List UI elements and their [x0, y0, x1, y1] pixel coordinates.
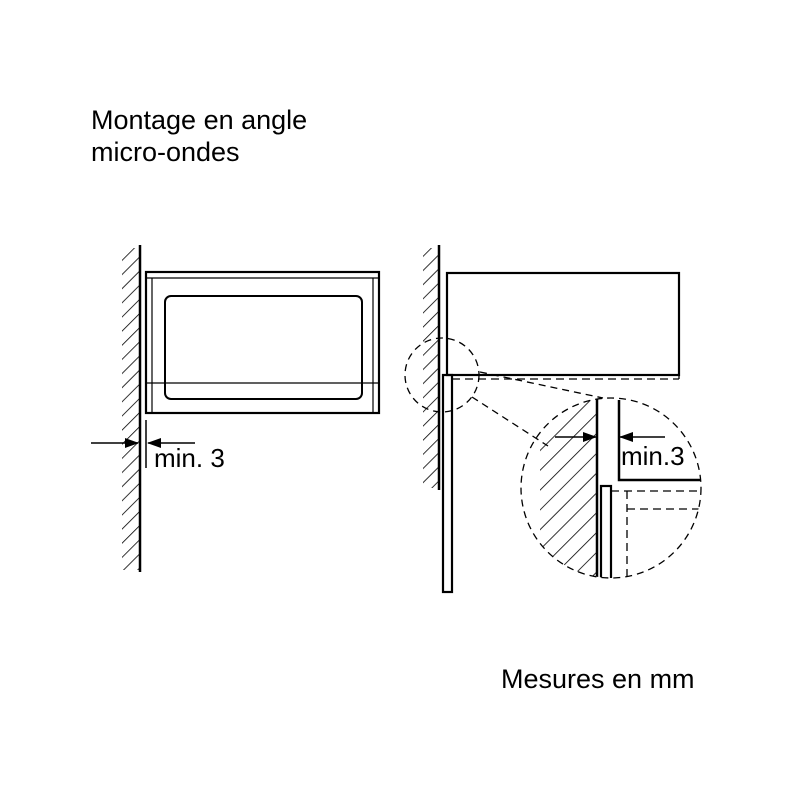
cabinet-side-panel [441, 373, 454, 594]
units-note: Mesures en mm [501, 664, 695, 694]
front-wall-hatch [122, 248, 139, 570]
detail-circle [520, 397, 702, 579]
title-line-2: micro-ondes [91, 137, 240, 167]
side-view: min.3 [404, 245, 702, 594]
microwave-front [144, 270, 381, 415]
microwave-door-window [164, 295, 363, 400]
side-wall-hatch [423, 248, 438, 488]
front-view: min. 3 [91, 245, 381, 572]
detail-dimension: min.3 [555, 432, 685, 471]
detail-dimension-label: min.3 [621, 441, 685, 471]
front-dimension-label: min. 3 [154, 443, 225, 473]
detail-enlargement: min.3 [520, 397, 702, 579]
title-line-1: Montage en angle [91, 105, 308, 135]
microwave-side [445, 271, 681, 377]
diagram-title: Montage en angle micro-ondes [91, 104, 307, 168]
detail-marker-circle [404, 337, 480, 413]
front-dimension: min. 3 [91, 420, 225, 473]
